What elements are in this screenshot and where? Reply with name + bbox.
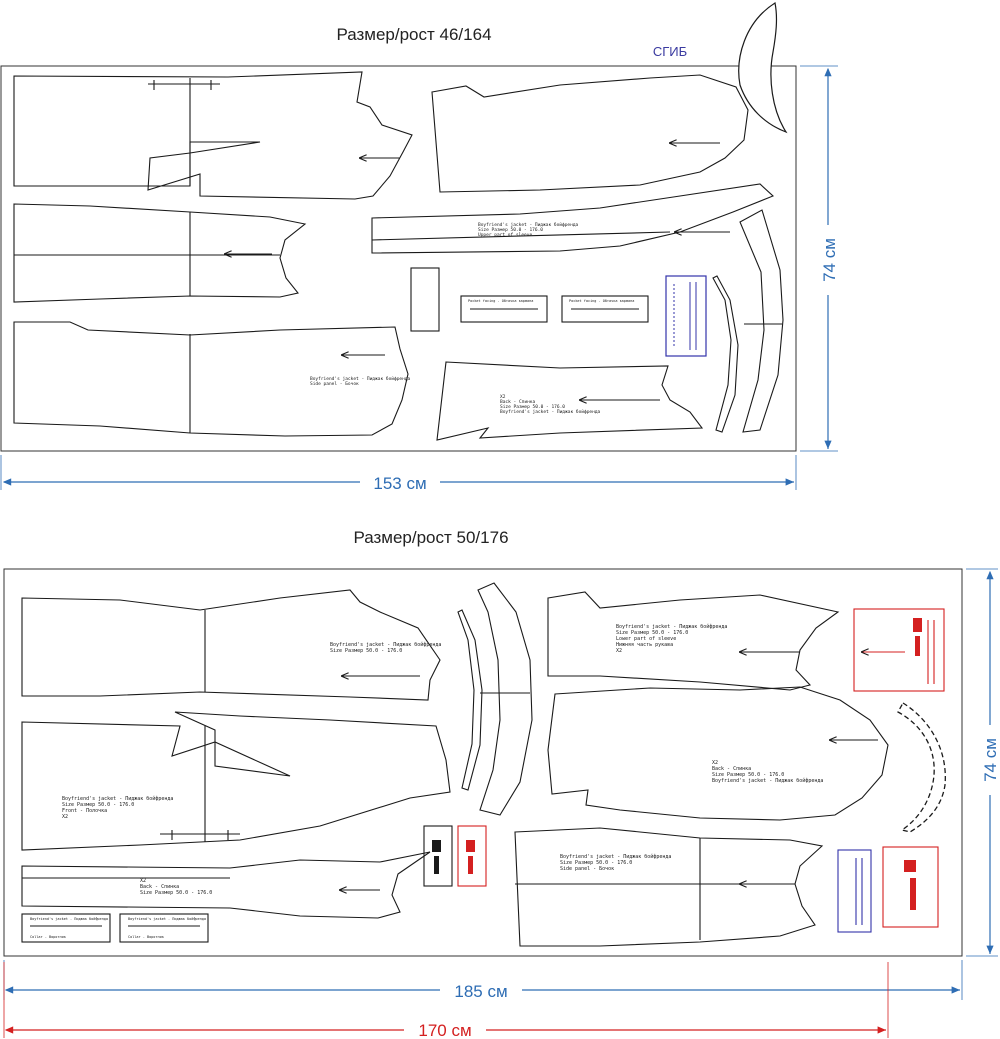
piece-text-line: X2 — [616, 648, 622, 654]
interfacing-piece-blue — [665, 275, 707, 357]
layout-1-title: Размер/рост 46/164 — [336, 25, 491, 44]
pattern-piece-lower-sleeve — [547, 591, 840, 691]
piece-text-line: Boyfriend's jacket - Пиджак бойфренда — [310, 375, 411, 382]
piece-text-line: Boyfriend's jacket - Пиджак бойфренда — [128, 916, 206, 921]
pattern-piece-sleeve-upper — [21, 589, 441, 701]
piece-text-line: Back - Спинка — [500, 399, 536, 405]
piece-text-line: Size Размер 50.0 - 176.0 — [478, 227, 543, 233]
layout-1-height-label: 74 см — [820, 238, 839, 282]
interfacing-piece-blue — [837, 849, 872, 933]
piece-text-line: Pocket facing - Обтачка кармана — [468, 298, 533, 303]
piece-text-line: Lower part of sleeve — [616, 636, 676, 642]
piece-text-line: Size Размер 50.0 - 176.0 — [140, 890, 212, 896]
piece-text-line: X2 — [500, 394, 506, 400]
pattern-piece-small-2 — [460, 295, 548, 323]
fold-label: СГИБ — [653, 44, 687, 59]
pattern-piece-small-3 — [561, 295, 649, 323]
piece-text-line: Side panel - Бочок — [310, 381, 359, 387]
pattern-piece-back — [13, 203, 307, 303]
piece-text-line: Boyfriend's jacket - Пиджак бойфренда — [616, 623, 727, 630]
piece-text-line: Size Размер 50.0 - 176.0 — [62, 802, 134, 808]
pattern-piece-small-2 — [119, 913, 209, 943]
pattern-piece-curve-1 — [739, 209, 784, 433]
pattern-piece-small-1 — [410, 267, 440, 332]
piece-text-line: Front - Полочка — [62, 808, 107, 814]
piece-text-line: Upper part of sleeve — [478, 232, 532, 238]
layout-2-width-label: 185 см — [454, 982, 507, 1001]
interfacing-pieces-red — [457, 608, 945, 928]
piece-text-line: Side panel - Бочок — [560, 866, 614, 872]
fabric-area-2 — [3, 568, 963, 957]
pattern-piece-back — [21, 851, 431, 919]
piece-text-line: Size Размер 50.0 - 176.0 — [616, 630, 688, 636]
pattern-piece-lower-front — [13, 321, 409, 437]
piece-text-line: Size Размер 50.0 - 176.0 — [330, 648, 402, 654]
piece-text-line: X2 — [712, 760, 718, 766]
pattern-piece-curve-2 — [712, 275, 739, 433]
piece-text-line: Collar - Воротник — [30, 935, 67, 939]
layout-2-pieces — [21, 582, 889, 947]
piece-text-line: Back - Спинка — [140, 884, 179, 890]
pattern-piece-front — [21, 711, 451, 851]
layout-1-piece-labels: Boyfriend's jacket - Пиджак бойфренда Si… — [310, 221, 634, 415]
piece-text-line: Boyfriend's jacket - Пиджак бойфренда — [712, 777, 823, 784]
pattern-piece-small-1 — [21, 913, 111, 943]
piece-text-line: Boyfriend's jacket - Пиджак бойфренда — [500, 408, 601, 415]
pattern-piece-side — [514, 827, 824, 947]
piece-text-line: Boyfriend's jacket - Пиджак бойфренда — [560, 853, 671, 860]
layout-1-width-label: 153 см — [373, 474, 426, 493]
piece-text-line: Size Размер 50.0 - 176.0 — [712, 772, 784, 778]
piece-text-line: X2 — [140, 878, 146, 884]
pattern-piece-curve-1 — [477, 582, 533, 816]
piece-text-line: Size Размер 50.0 - 176.0 — [500, 404, 565, 410]
pattern-piece-small-3 — [423, 825, 453, 887]
pattern-piece-collar-fold — [738, 2, 788, 134]
layout-2-width-label-2: 170 см — [418, 1021, 471, 1039]
layout-2-piece-labels: Boyfriend's jacket - Пиджак бойфренда Si… — [30, 623, 823, 939]
pattern-piece-sleeve-upper — [431, 74, 749, 193]
layout-1-pieces — [13, 71, 784, 441]
piece-text-line: Boyfriend's jacket - Пиджак бойфренда — [330, 641, 441, 648]
piece-text-line: Pocket facing - Обтачка кармана — [569, 298, 634, 303]
pattern-piece-curve-2 — [457, 609, 483, 791]
pattern-piece-front — [13, 71, 413, 200]
layout-2-height-label: 74 см — [981, 738, 1000, 782]
piece-text-line: Collar - Воротник — [128, 935, 165, 939]
pattern-piece-dashed-collar — [897, 702, 946, 833]
red-markings — [466, 618, 922, 910]
layout-2-title: Размер/рост 50/176 — [353, 528, 508, 547]
pattern-piece-lower-sleeve — [436, 361, 704, 441]
fabric-area-1 — [0, 65, 797, 452]
piece-text-line: Size Размер 50.0 - 176.0 — [560, 860, 632, 866]
piece-text-line: Boyfriend's jacket - Пиджак бойфренда — [30, 916, 108, 921]
piece-text-line: X2 — [62, 814, 68, 820]
pattern-piece-back-large — [547, 686, 889, 821]
pattern-piece-side-strip — [371, 183, 775, 254]
piece-text-line: Boyfriend's jacket - Пиджак бойфренда — [62, 795, 173, 802]
piece-text-line: Нижняя часть рукава — [616, 642, 673, 648]
piece-text-line: Back - Спинка — [712, 766, 751, 772]
piece-text-line: Boyfriend's jacket - Пиджак бойфренда — [478, 221, 579, 228]
